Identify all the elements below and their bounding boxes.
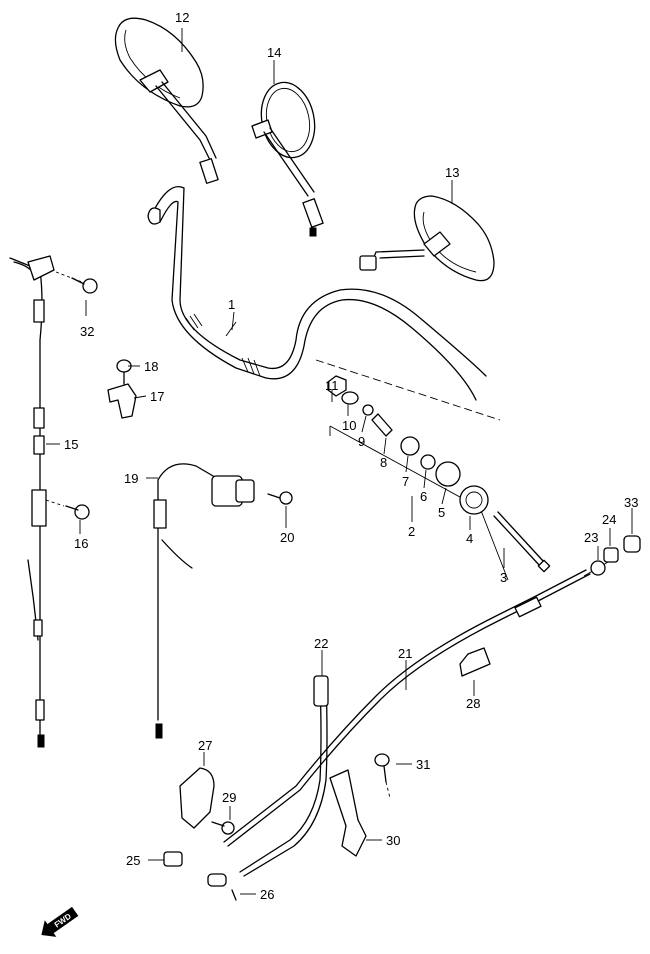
callout-1: 1 [228, 297, 235, 312]
callout-19: 19 [124, 471, 138, 486]
part-9-washer [362, 404, 374, 416]
part-27-cover [179, 767, 215, 829]
callout-32: 32 [80, 324, 94, 339]
callout-25: 25 [126, 853, 140, 868]
part-18-screw [116, 359, 132, 385]
part-24-plug [603, 547, 619, 563]
leader-lines [46, 28, 633, 895]
callout-3: 3 [500, 570, 507, 585]
part-6-washer [420, 454, 436, 470]
bar-end-weight-assembly [315, 359, 551, 581]
part-30-bracket [329, 769, 367, 857]
callout-18: 18 [144, 359, 158, 374]
callout-30: 30 [386, 833, 400, 848]
callout-31: 31 [416, 757, 430, 772]
callout-29: 29 [222, 790, 236, 805]
handlebar [147, 186, 487, 401]
callout-21: 21 [398, 646, 412, 661]
part-8-rod [371, 413, 393, 437]
callout-17: 17 [150, 389, 164, 404]
cable-21 [223, 561, 609, 847]
callout-16: 16 [74, 536, 88, 551]
callout-6: 6 [420, 489, 427, 504]
part-17-clamp [107, 383, 137, 419]
callout-9: 9 [358, 434, 365, 449]
callout-15: 15 [64, 437, 78, 452]
part-16-screw [45, 499, 90, 520]
callout-14: 14 [267, 45, 281, 60]
callout-12: 12 [175, 10, 189, 25]
part-33-cap [623, 535, 641, 553]
part-25-fitting [163, 851, 183, 867]
callout-28: 28 [466, 696, 480, 711]
callout-27: 27 [198, 738, 212, 753]
callout-labels: 12 14 13 1 18 17 32 15 16 19 20 11 10 9 … [64, 10, 638, 902]
cable-left-15 [9, 255, 55, 748]
mirror-right-rectangular [359, 195, 495, 282]
part-29-screw [211, 821, 235, 835]
callout-24: 24 [602, 512, 616, 527]
part-5-rubber [435, 461, 461, 487]
callout-13: 13 [445, 165, 459, 180]
callout-4: 4 [466, 531, 473, 546]
part-20-screw [267, 491, 293, 505]
callout-5: 5 [438, 505, 445, 520]
part-4-weight [459, 485, 489, 515]
fwd-direction-arrow: FWD [41, 906, 79, 937]
part-23-plug [590, 560, 606, 576]
callout-23: 23 [584, 530, 598, 545]
callout-22: 22 [314, 636, 328, 651]
callout-26: 26 [260, 887, 274, 902]
callout-2: 2 [408, 524, 415, 539]
callout-10: 10 [342, 418, 356, 433]
part-32-bolt [55, 271, 98, 294]
switch-lead-19 [153, 463, 255, 739]
callout-33: 33 [624, 495, 638, 510]
mirror-left-rectangular [114, 17, 219, 184]
part-31-bolt [374, 753, 391, 799]
mirror-oval [251, 81, 324, 237]
callout-11: 11 [325, 378, 339, 393]
callout-8: 8 [380, 455, 387, 470]
part-28-clamp [459, 647, 491, 677]
cable-22 [207, 675, 329, 887]
part-11-nut [327, 375, 347, 397]
part-10-collar [341, 391, 359, 405]
part-26-pin [231, 889, 237, 901]
callout-7: 7 [402, 474, 409, 489]
callout-20: 20 [280, 530, 294, 545]
part-3-bolt [537, 559, 551, 573]
part-7-collar [400, 436, 420, 456]
